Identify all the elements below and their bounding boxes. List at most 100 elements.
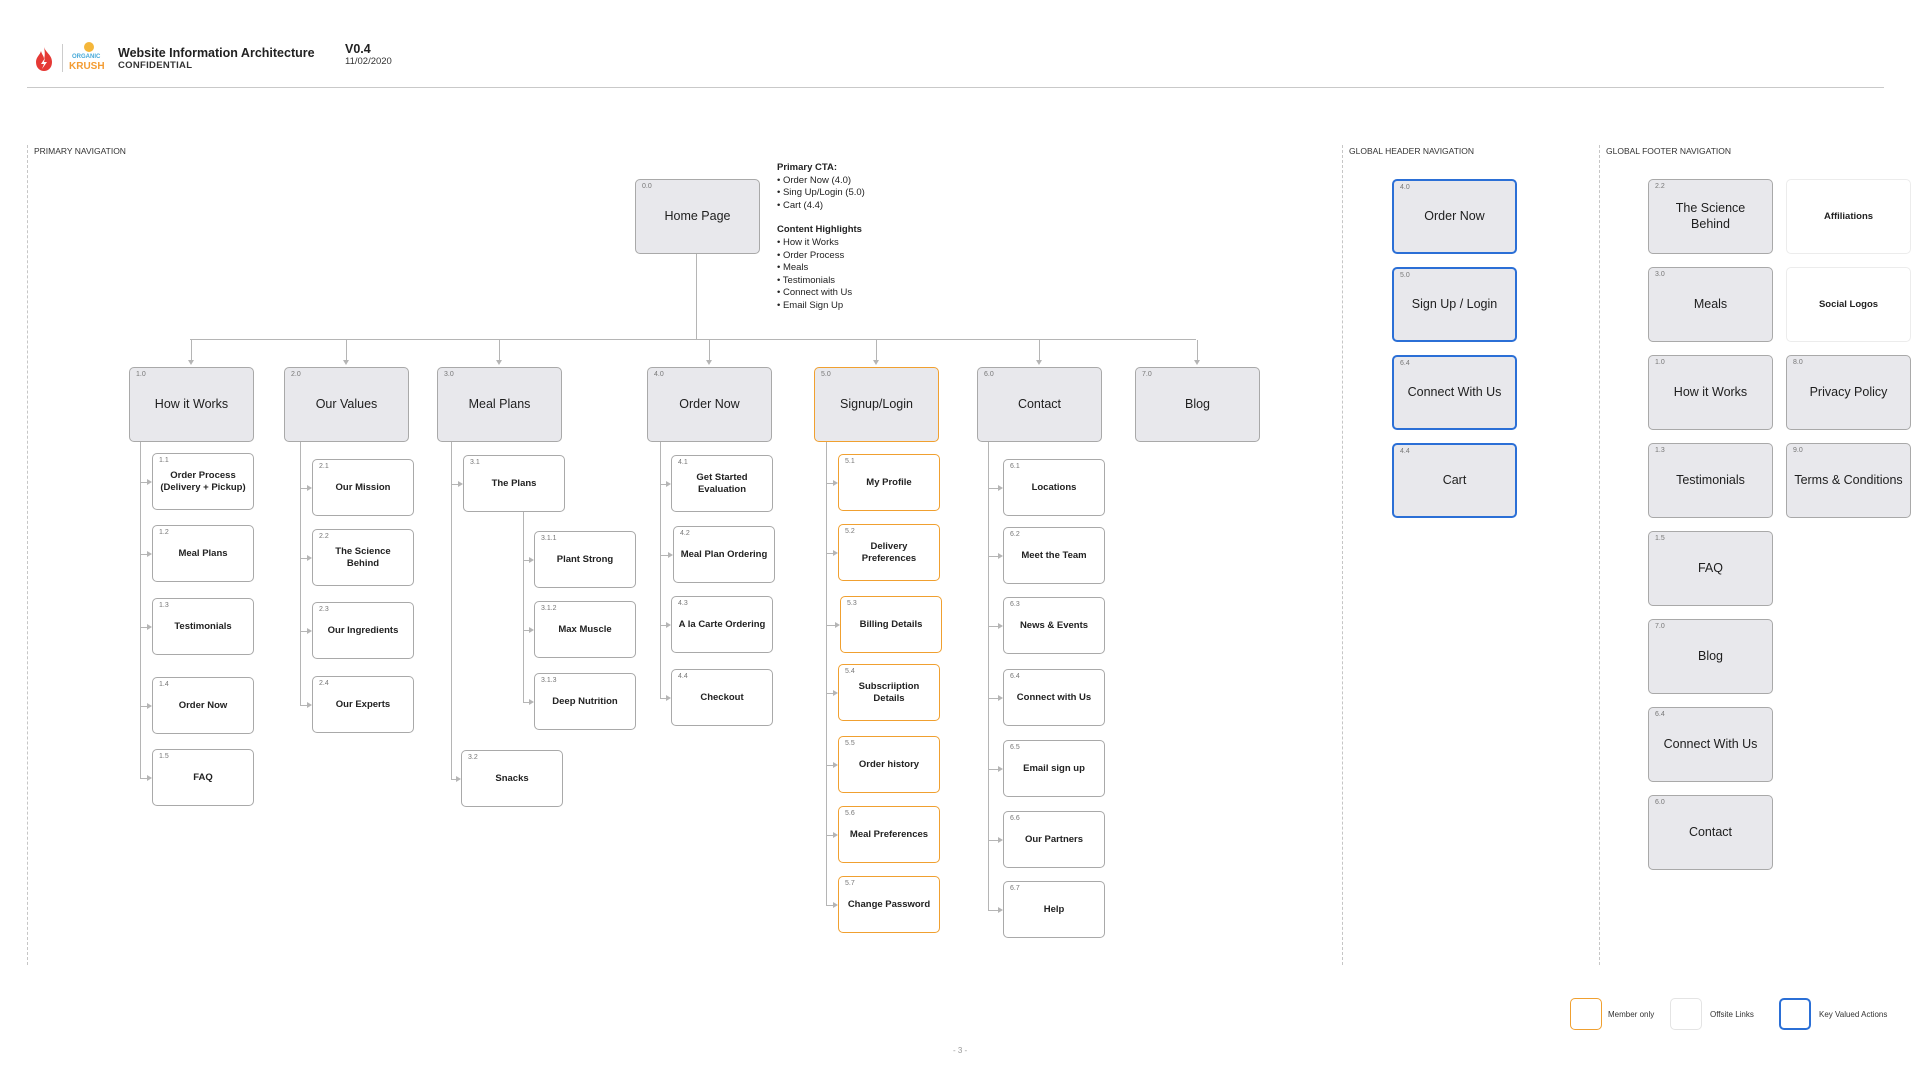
page-title: Website Information Architecture xyxy=(118,46,315,60)
flame-logo-icon xyxy=(36,47,52,71)
header-section-guide xyxy=(1342,145,1343,965)
footer-nav-social-logos[interactable]: Social Logos xyxy=(1786,267,1911,342)
node-label: Affiliations xyxy=(1823,210,1874,222)
node-number: 2.3 xyxy=(319,606,329,613)
node-number: 1.0 xyxy=(1655,359,1665,366)
connector-line xyxy=(660,697,666,699)
node-label: Meet the Team xyxy=(1021,549,1087,561)
content-item: • Testimonials xyxy=(777,274,836,286)
node-label: Contact xyxy=(1688,824,1733,839)
node-number: 1.1 xyxy=(159,457,169,464)
connector-line xyxy=(140,481,147,483)
node-label: Testimonials xyxy=(174,620,232,632)
connector-line xyxy=(451,778,456,780)
node-number: 2.2 xyxy=(1655,183,1665,190)
connector-line xyxy=(660,483,666,485)
node-number: 5.3 xyxy=(847,600,857,607)
node-label: News & Events xyxy=(1019,619,1089,631)
connector-arrow xyxy=(307,627,312,634)
node-number: 5.1 xyxy=(845,458,855,465)
connector-arrow xyxy=(668,551,673,558)
footer-nav-affiliations[interactable]: Affiliations xyxy=(1786,179,1911,254)
connector-line xyxy=(826,692,833,694)
node-label: Testimonials xyxy=(1676,472,1745,487)
connector-line xyxy=(709,340,710,360)
node-label: Order Now xyxy=(178,699,228,711)
connector-arrow xyxy=(666,621,671,628)
connector-arrow xyxy=(833,479,838,486)
connector-line xyxy=(523,512,524,702)
connector-line xyxy=(826,442,827,905)
node-label: Delivery Preferences xyxy=(861,540,917,564)
connector-line xyxy=(826,904,833,906)
node-number: 1.4 xyxy=(159,681,169,688)
node-number: 1.5 xyxy=(159,753,169,760)
primary-left-guide xyxy=(27,145,28,965)
cta-item: • Cart (4.4) xyxy=(777,199,824,211)
connector-arrow xyxy=(147,550,152,557)
content-item: • How it Works xyxy=(777,236,839,248)
node-number: 2.4 xyxy=(319,680,329,687)
node-label: FAQ xyxy=(1697,560,1723,575)
node-label: Blog xyxy=(1697,648,1724,663)
node-number: 1.0 xyxy=(136,371,146,378)
logo-text-bottom: KRUSH xyxy=(69,61,105,72)
legend-swatch-offsite xyxy=(1670,998,1702,1030)
connector-line xyxy=(140,626,147,628)
